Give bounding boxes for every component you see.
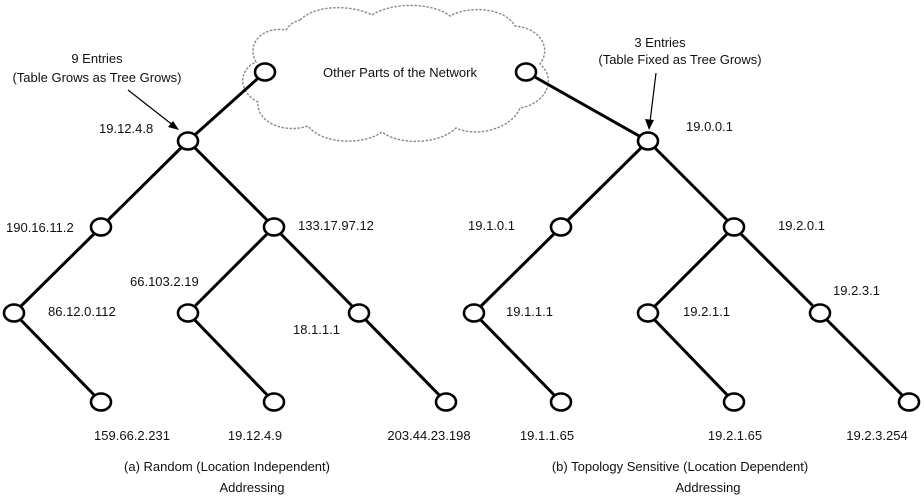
tree-node (549, 392, 573, 412)
tree-node (722, 392, 746, 412)
tree-node (2, 303, 26, 323)
tree-node (89, 217, 113, 237)
right-callout-title: 3 Entries (634, 35, 686, 50)
edge (186, 139, 276, 229)
node-address: 19.2.0.1 (778, 218, 825, 233)
cloud-label: Other Parts of the Network (323, 65, 477, 80)
node-address: 133.17.97.12 (298, 218, 374, 233)
tree-node (89, 392, 113, 412)
edge (99, 139, 190, 229)
edge (646, 311, 736, 404)
node-address: 19.1.1.65 (520, 428, 574, 443)
tree-node (176, 131, 200, 151)
node-address: 86.12.0.112 (48, 304, 116, 319)
tree-node (262, 392, 286, 412)
edge (186, 70, 267, 143)
node-address: 203.44.23.198 (387, 428, 470, 443)
right-caption-sub: Addressing (675, 480, 740, 495)
left-caption: (a) Random (Location Independent) (124, 459, 330, 474)
edge (186, 225, 276, 315)
edge (472, 311, 563, 404)
node-address: 19.12.4.8 (99, 121, 153, 136)
tree-node (347, 303, 371, 323)
edge (732, 225, 822, 315)
node-address: 19.1.0.1 (468, 218, 515, 233)
tree-node (808, 303, 832, 323)
tree-node (176, 303, 200, 323)
node-address: 18.1.1.1 (293, 322, 340, 337)
edge (12, 225, 103, 315)
right-tree: 3 Entries (Table Fixed as Tree Grows) 19… (462, 35, 921, 495)
left-callout-subtitle: (Table Grows as Tree Grows) (12, 70, 181, 85)
tree-node (722, 217, 746, 237)
right-caption: (b) Topology Sensitive (Location Depende… (552, 459, 808, 474)
tree-node (514, 62, 538, 82)
node-address: 159.66.2.231 (94, 428, 170, 443)
edge (12, 311, 103, 404)
tree-node (434, 392, 458, 412)
tree-node (636, 131, 660, 151)
edge (646, 225, 736, 315)
node-address: 19.2.1.65 (708, 428, 762, 443)
edge (357, 311, 448, 404)
tree-node (253, 62, 277, 82)
tree-node (636, 303, 660, 323)
node-address: 19.1.1.1 (506, 304, 553, 319)
node-address: 190.16.11.2 (6, 220, 74, 235)
left-callout-title: 9 Entries (71, 51, 123, 66)
left-caption-sub: Addressing (219, 480, 284, 495)
network-cloud: Other Parts of the Network (242, 4, 550, 142)
edge (559, 139, 650, 229)
edge (646, 139, 736, 229)
edge (472, 225, 563, 315)
left-tree: 9 Entries (Table Grows as Tree Grows) 19… (2, 51, 471, 495)
node-address: 19.0.0.1 (686, 119, 733, 134)
node-address: 19.2.3.1 (833, 283, 880, 298)
edge (186, 311, 276, 404)
left-callout-arrow (127, 89, 179, 130)
node-address: 66.103.2.19 (130, 274, 199, 289)
edge (818, 311, 911, 404)
node-address: 19.12.4.9 (228, 428, 282, 443)
node-address: 19.2.3.254 (846, 428, 907, 443)
tree-node (897, 392, 921, 412)
right-callout-subtitle: (Table Fixed as Tree Grows) (598, 52, 761, 67)
tree-node (462, 303, 486, 323)
edge (524, 70, 650, 143)
right-callout-arrow (645, 72, 657, 130)
tree-node (549, 217, 573, 237)
tree-node (262, 217, 286, 237)
cloud-shape (242, 4, 550, 142)
node-address: 19.2.1.1 (683, 304, 730, 319)
edge (272, 225, 361, 315)
